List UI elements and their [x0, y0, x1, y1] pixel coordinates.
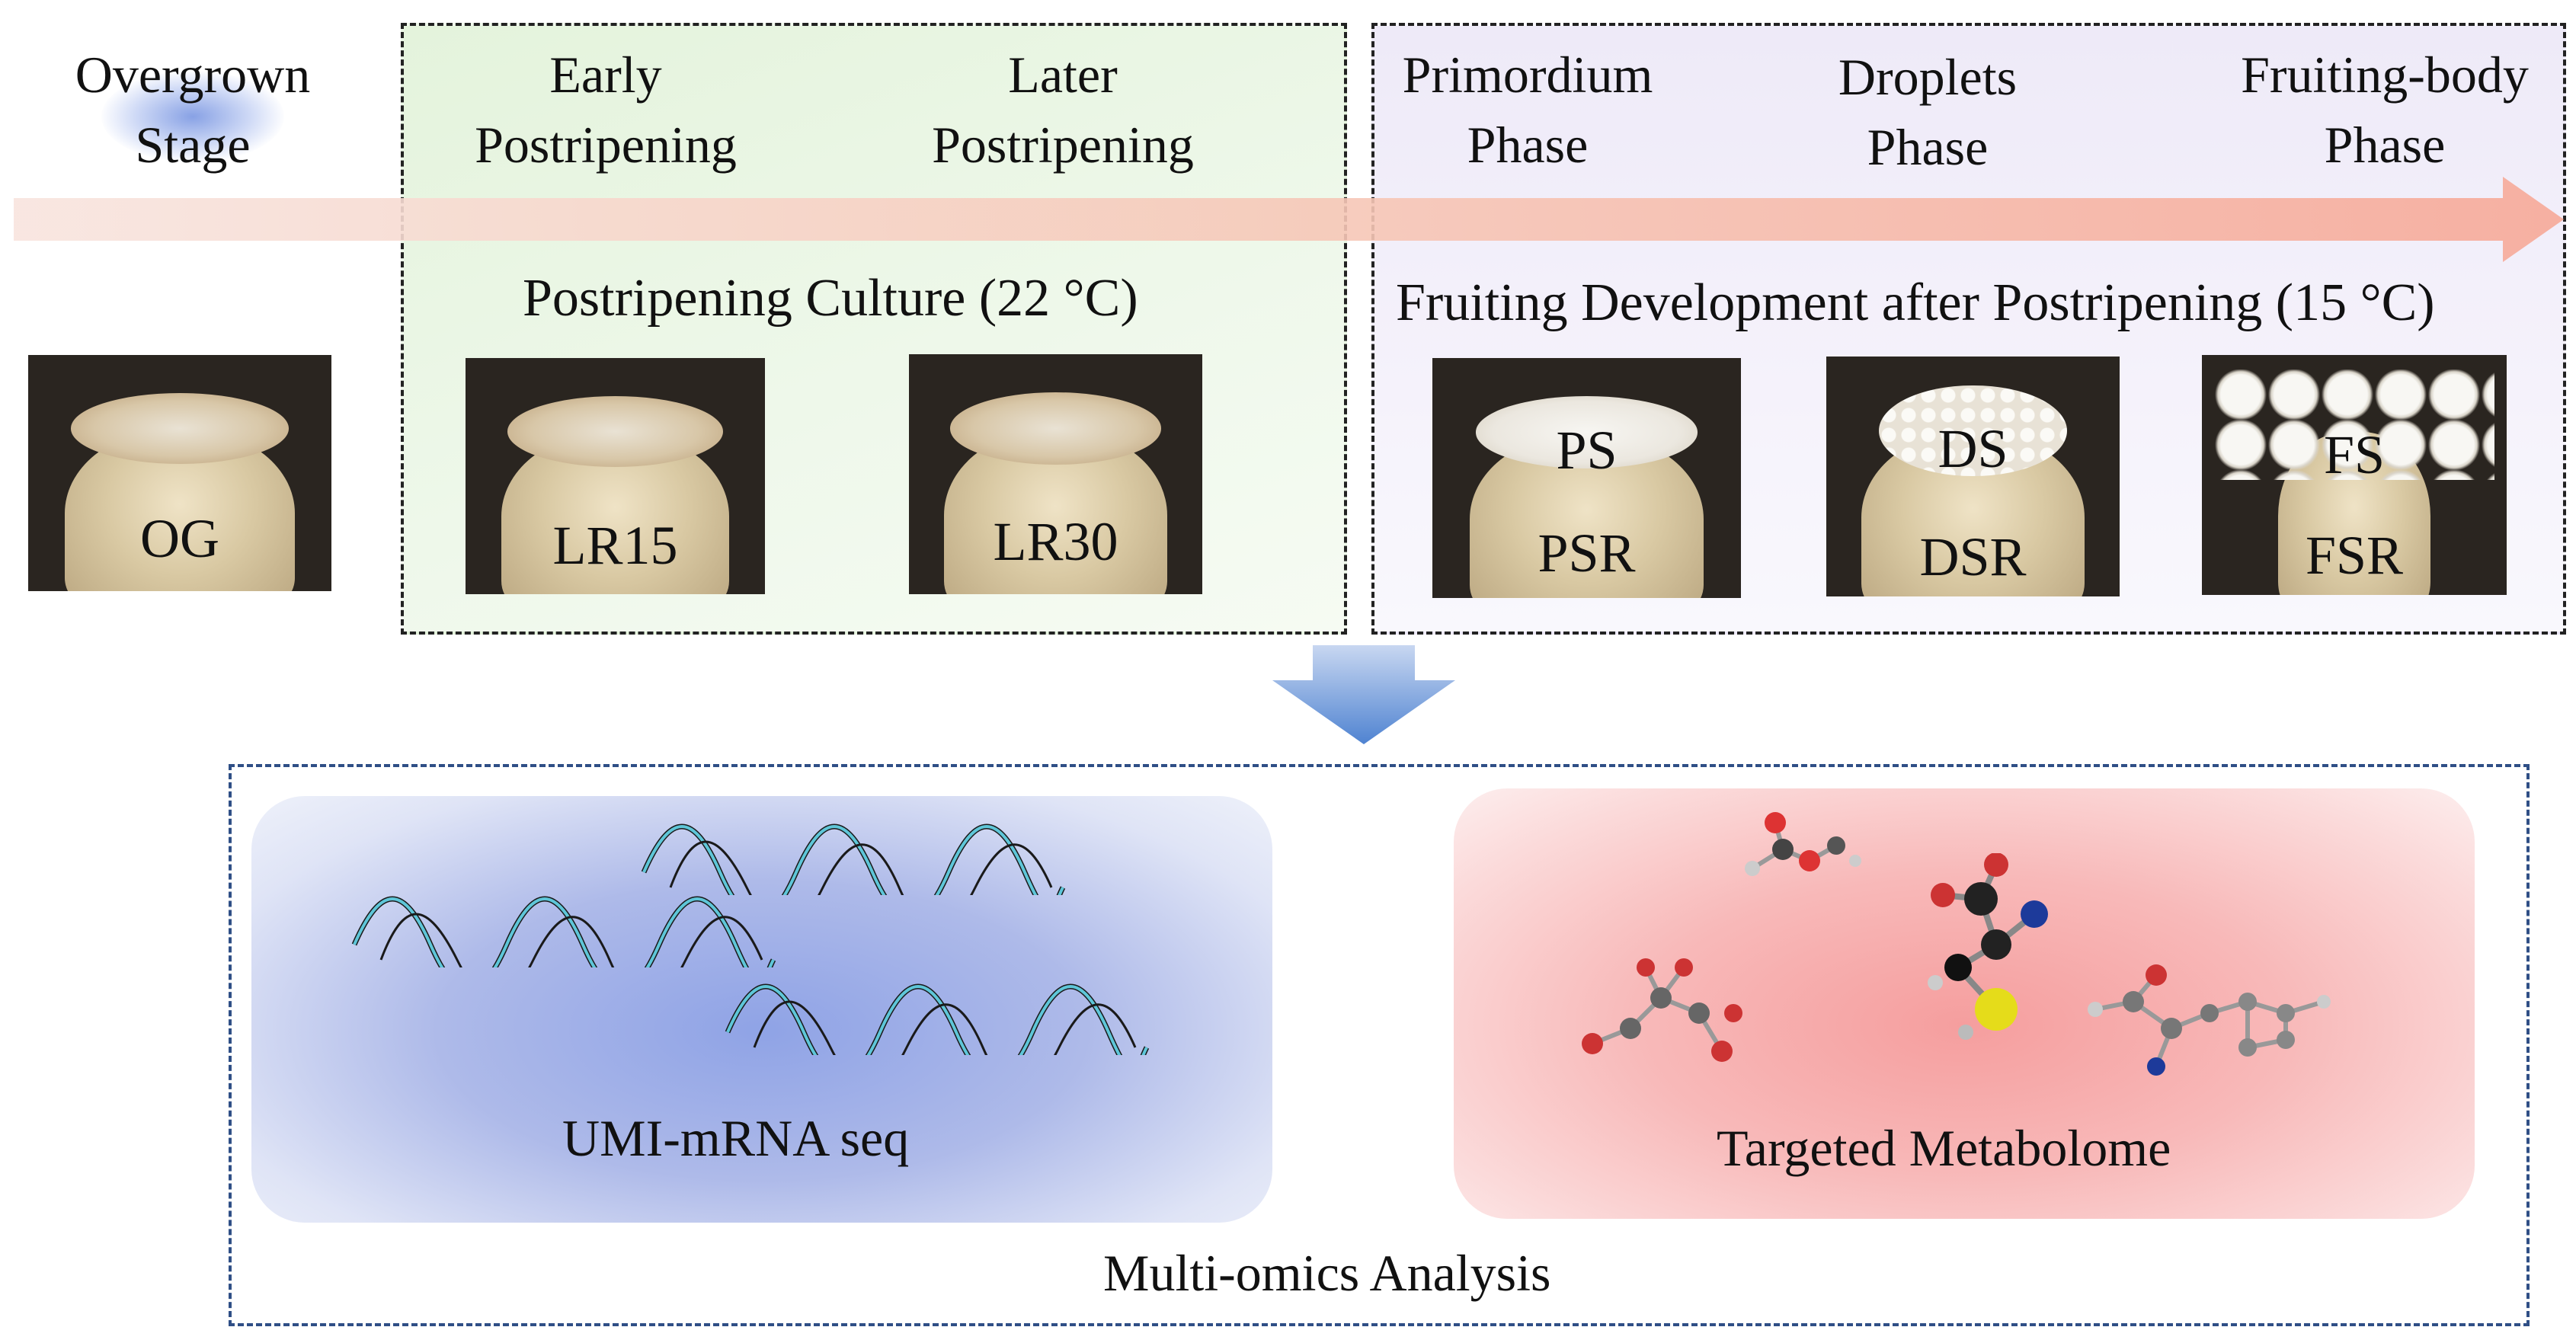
transcriptome-label: UMI-mRNA seq: [562, 1109, 910, 1167]
multi-omics-box: [229, 764, 2530, 1326]
transcriptome-panel: [251, 796, 1272, 1223]
photo-lr30: LR30: [909, 354, 1202, 594]
photo-dsr: DS DSR: [1826, 357, 2120, 596]
molecule-icon: [1928, 853, 2048, 1040]
metabolome-label: Targeted Metabolome: [1717, 1119, 2171, 1177]
photo-fsr: FS FSR: [2202, 355, 2507, 595]
photo-psr: PS PSR: [1432, 358, 1741, 598]
molecule-icon: [1582, 958, 1742, 1062]
molecule-icon: [2088, 964, 2331, 1076]
dna-helix-icon: [641, 823, 1066, 895]
fruiting-development-title: Fruiting Development after Postripening …: [1396, 273, 2435, 332]
photo-lr15: LR15: [466, 358, 765, 594]
molecule-icon: [1745, 812, 1861, 876]
metabolome-panel: [1454, 788, 2475, 1219]
timeline-arrow: [14, 177, 2564, 262]
postripening-culture-title: Postripening Culture (22 °C): [523, 269, 1138, 328]
photo-og: OG: [28, 355, 331, 591]
dna-helix-icon: [725, 983, 1150, 1055]
multi-omics-title: Multi-omics Analysis: [1103, 1244, 1551, 1302]
dna-helix-icon: [351, 896, 776, 967]
down-arrow: [1272, 645, 1455, 744]
